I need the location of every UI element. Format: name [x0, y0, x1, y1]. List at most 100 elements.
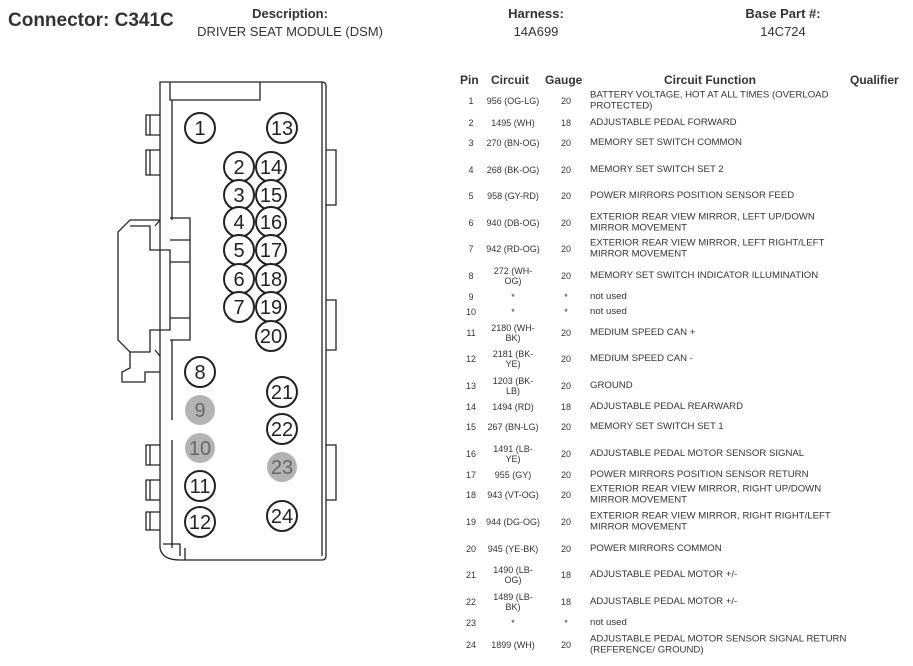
row-circuit: *	[511, 618, 515, 628]
row-function: ADJUSTABLE PEDAL FORWARD	[590, 116, 737, 128]
row-gauge: *	[564, 618, 568, 628]
row-pin: 7	[468, 244, 474, 254]
row-circuit: 956 (OG-LG)	[486, 96, 540, 106]
row-function: GROUND	[590, 379, 633, 391]
pin-circle	[184, 470, 216, 502]
pin-cavity-11: 11	[184, 470, 216, 502]
row-gauge: 20	[560, 138, 571, 148]
harness-block: Harness: 14A699	[466, 6, 606, 39]
row-gauge: 20	[560, 490, 571, 500]
header-circuit: Circuit	[491, 73, 530, 87]
row-pin: 22	[465, 597, 476, 607]
row-function: MEMORY SET SWITCH SET 1	[590, 420, 724, 432]
row-function: MEMORY SET SWITCH INDICATOR ILLUMINATION	[590, 269, 819, 281]
row-circuit: 955 (GY)	[494, 470, 532, 480]
connector-body	[117, 81, 337, 561]
row-gauge: 20	[560, 470, 571, 480]
pin-number: 1	[194, 118, 205, 140]
row-pin: 2	[468, 118, 474, 128]
pin-circle	[266, 500, 298, 532]
row-circuit: 1490 (LB-OG)	[493, 565, 533, 585]
harness-value: 14A699	[513, 24, 559, 39]
row-function: POWER MIRRORS POSITION SENSOR FEED	[590, 189, 795, 201]
header-circuit-function: Circuit Function	[664, 73, 756, 87]
row-circuit: 2181 (BK-YE)	[492, 349, 534, 369]
row-function: ADJUSTABLE PEDAL MOTOR SENSOR SIGNAL RET…	[590, 633, 847, 655]
row-function: MEMORY SET SWITCH SET 2	[590, 163, 724, 175]
pin-circle	[184, 112, 216, 144]
pin-cavity-3: 3	[223, 179, 255, 211]
row-circuit: 2180 (WH-BK)	[491, 323, 535, 343]
pin-circle	[266, 413, 298, 445]
row-pin: 14	[465, 402, 476, 412]
pin-number: 12	[189, 512, 211, 534]
row-circuit: 1203 (BK-LB)	[492, 376, 534, 396]
row-circuit: 267 (BN-LG)	[487, 422, 539, 432]
row-circuit: *	[511, 292, 515, 302]
pin-number: 15	[260, 185, 282, 207]
row-circuit: 945 (YE-BK)	[487, 544, 539, 554]
row-circuit: 1899 (WH)	[491, 640, 535, 650]
header-gauge: Gauge	[545, 73, 583, 87]
description-block: Description: DRIVER SEAT MODULE (DSM)	[180, 6, 400, 39]
pin-circle	[184, 506, 216, 538]
row-pin: 12	[465, 354, 476, 364]
row-circuit: 943 (VT-OG)	[487, 490, 539, 500]
pin-cavity-19: 19	[255, 291, 287, 323]
row-gauge: 18	[560, 597, 571, 607]
pin-number: 8	[194, 362, 205, 384]
row-function: EXTERIOR REAR VIEW MIRROR, LEFT RIGHT/LE…	[590, 237, 825, 259]
row-gauge: 20	[560, 381, 571, 391]
row-pin: 5	[468, 191, 474, 201]
pin-cavity-20: 20	[255, 320, 287, 352]
row-function: POWER MIRRORS COMMON	[590, 542, 722, 554]
row-circuit: 1491 (LB-YE)	[493, 444, 533, 464]
pin-cavity-6: 6	[223, 263, 255, 295]
pin-cavity-15: 15	[255, 179, 287, 211]
pin-cavity-4: 4	[223, 206, 255, 238]
row-circuit: 940 (DB-OG)	[486, 218, 540, 228]
row-circuit: 272 (WH-OG)	[493, 266, 533, 286]
row-pin: 8	[468, 271, 474, 281]
row-pin: 21	[465, 570, 476, 580]
row-function: MEDIUM SPEED CAN +	[590, 326, 696, 338]
row-gauge: 20	[560, 422, 571, 432]
pin-circle	[266, 376, 298, 408]
row-function: ADJUSTABLE PEDAL REARWARD	[590, 400, 744, 412]
pin-cavity-22: 22	[266, 413, 298, 445]
pin-cavity-13: 13	[266, 112, 298, 144]
pin-number: 16	[260, 212, 282, 234]
row-gauge: 20	[560, 165, 571, 175]
pin-number: 14	[260, 157, 282, 179]
row-gauge: 20	[560, 449, 571, 459]
row-gauge: *	[564, 292, 568, 302]
pin-cavity-16: 16	[255, 206, 287, 238]
connector-title: Connector: C341C	[8, 10, 174, 31]
row-function: ADJUSTABLE PEDAL MOTOR +/-	[590, 568, 738, 580]
row-circuit: 1489 (LB-BK)	[493, 592, 533, 612]
row-gauge: 20	[560, 517, 571, 527]
row-circuit: 942 (RD-OG)	[486, 244, 540, 254]
pin-number: 20	[260, 326, 282, 348]
row-gauge: 18	[560, 402, 571, 412]
row-pin: 20	[465, 544, 476, 554]
row-pin: 16	[465, 449, 476, 459]
header-qualifier: Qualifier	[850, 73, 899, 87]
row-gauge: 18	[560, 118, 571, 128]
row-gauge: *	[564, 307, 568, 317]
row-circuit: 1494 (RD)	[492, 402, 534, 412]
row-function: EXTERIOR REAR VIEW MIRROR, RIGHT UP/DOWN…	[590, 483, 822, 505]
base-part-block: Base Part #: 14C724	[713, 6, 853, 39]
row-gauge: 20	[560, 640, 571, 650]
pin-number: 21	[271, 382, 293, 404]
pin-cavity-1: 1	[184, 112, 216, 144]
pin-circle	[223, 291, 255, 323]
pin-number: 4	[233, 212, 244, 234]
row-pin: 9	[468, 292, 474, 302]
pin-number: 13	[271, 118, 293, 140]
pin-cavity-21: 21	[266, 376, 298, 408]
pin-number: 9	[194, 400, 205, 422]
row-function: ADJUSTABLE PEDAL MOTOR +/-	[590, 595, 738, 607]
